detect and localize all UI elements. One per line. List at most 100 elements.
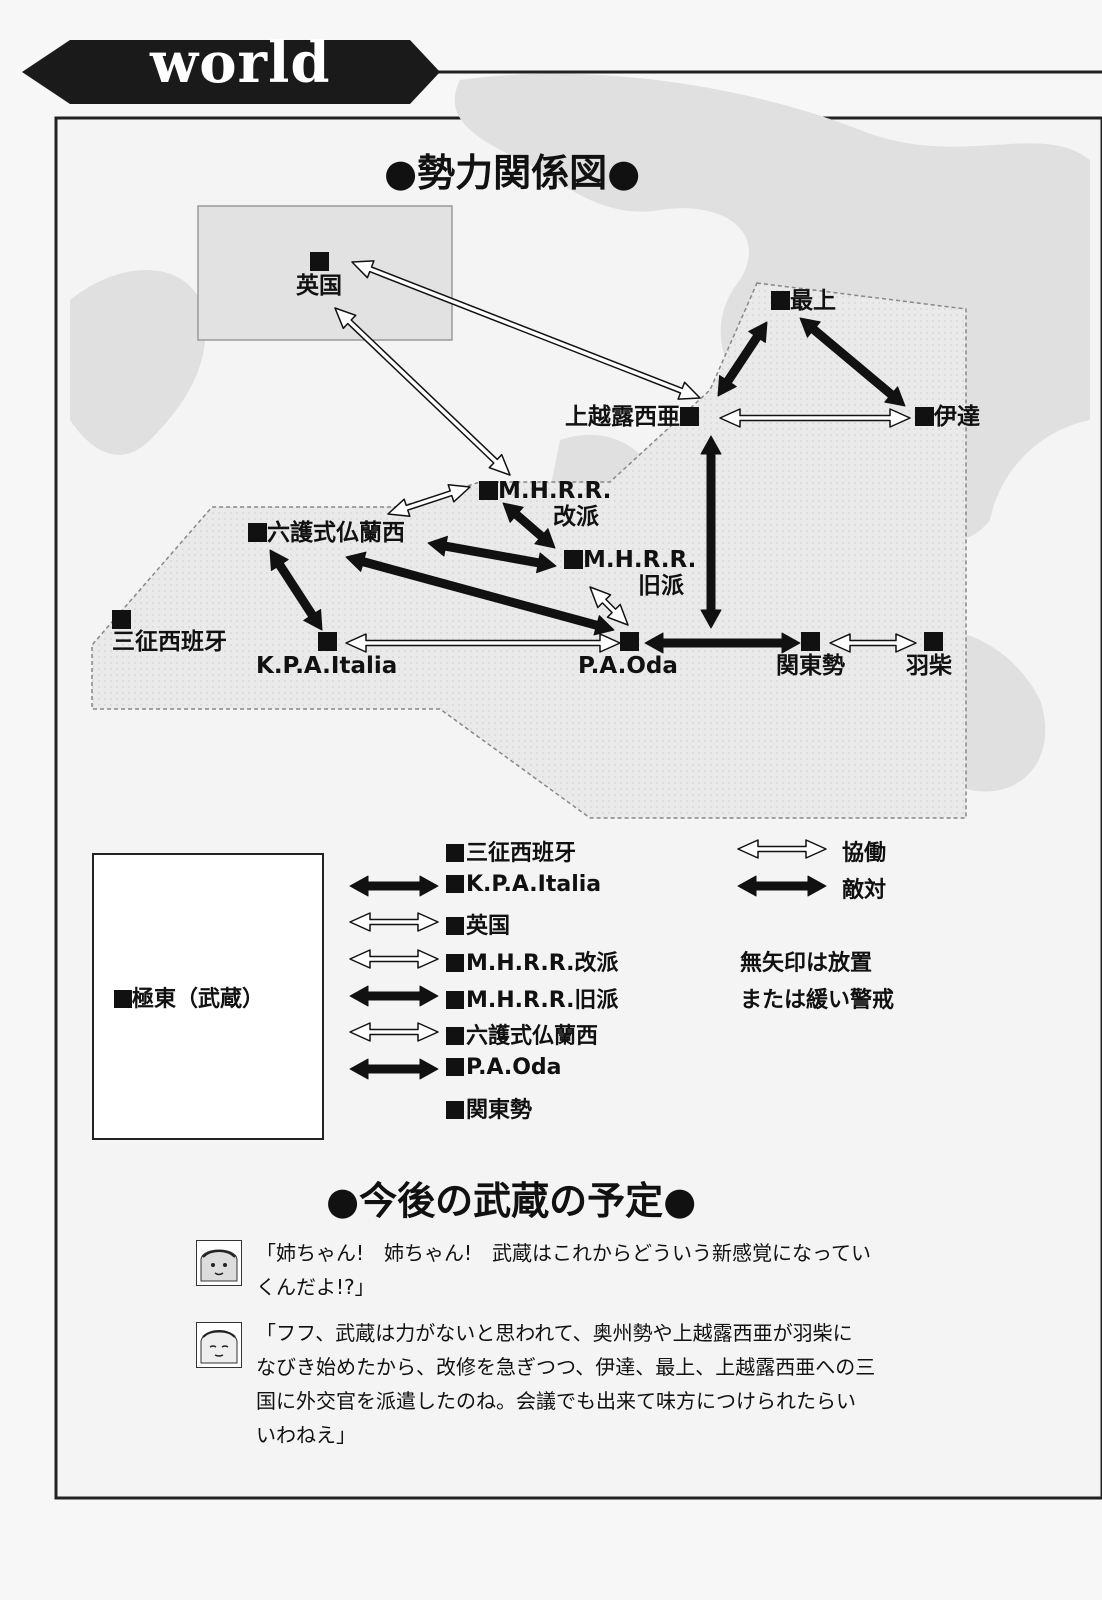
node-square-icon bbox=[801, 632, 820, 651]
dialog-2: 「フフ、武蔵は力がないと思われて、奥州勢や上越露西亜が羽柴に なびき始めたから、… bbox=[256, 1316, 875, 1452]
node-square-icon bbox=[446, 1101, 464, 1119]
legend-row-label: M.H.R.R.改派 bbox=[466, 951, 619, 976]
node-square-icon bbox=[309, 252, 329, 271]
hostile-arrow bbox=[737, 875, 827, 897]
node-label: 伊達 bbox=[934, 404, 980, 430]
node-sansei: 三征西班牙 bbox=[112, 610, 227, 655]
node-label: P.A.Oda bbox=[578, 653, 678, 679]
hostile-arrow bbox=[349, 985, 439, 1007]
legend-note-2: または緩い警戒 bbox=[740, 988, 895, 1013]
node-square-icon bbox=[771, 291, 790, 310]
node-label: 英国 bbox=[296, 273, 342, 299]
character-portrait-2 bbox=[196, 1322, 242, 1368]
node-eikoku: 英国 bbox=[296, 252, 342, 299]
legend-row-label: 英国 bbox=[466, 914, 511, 939]
dialog-line: いわねえ」 bbox=[256, 1423, 356, 1447]
dialog-line: くんだよ!?」 bbox=[256, 1275, 375, 1299]
schedule-title: ●今後の武蔵の予定● bbox=[326, 1179, 697, 1223]
dialog-line: なびき始めたから、改修を急ぎつつ、伊達、最上、上越露西亜への三 bbox=[256, 1355, 876, 1379]
node-square-icon bbox=[564, 550, 583, 569]
cooperation-arrow bbox=[589, 586, 629, 626]
node-mhrr-kai: M.H.R.R. 改派 bbox=[479, 478, 611, 531]
diagram-title: ●勢力関係図● bbox=[384, 151, 641, 195]
node-label: 羽柴 bbox=[906, 653, 952, 679]
header-tab bbox=[22, 40, 440, 104]
hostile-arrow bbox=[345, 551, 615, 636]
legend-row-3: M.H.R.R.改派 bbox=[446, 945, 618, 977]
node-square-icon bbox=[446, 1027, 464, 1045]
node-kanto: 関東勢 bbox=[776, 632, 845, 679]
node-uesugi: 上越露西亜 bbox=[565, 404, 699, 430]
node-square-icon bbox=[114, 990, 132, 1008]
hostile-arrow bbox=[502, 502, 556, 549]
node-mogami: 最上 bbox=[771, 288, 836, 314]
legend-row-0: 三征西班牙 bbox=[446, 835, 576, 867]
legend-row-4: M.H.R.R.旧派 bbox=[446, 982, 618, 1014]
cooperation-arrow bbox=[737, 839, 827, 859]
cooperation-arrow bbox=[387, 483, 471, 518]
legend-key-cooperation: 協働 bbox=[842, 841, 887, 866]
legend-row-label: K.P.A.Italia bbox=[466, 872, 602, 897]
relation-arrows bbox=[269, 260, 917, 654]
node-label: K.P.A.Italia bbox=[256, 653, 398, 679]
hostile-arrow bbox=[269, 549, 323, 631]
legend-row-5: 六護式仏蘭西 bbox=[446, 1018, 598, 1050]
node-square-icon bbox=[680, 407, 699, 426]
musashi-label: 極東（武蔵） bbox=[114, 981, 264, 1013]
node-square-icon bbox=[479, 481, 498, 500]
hostile-arrow bbox=[644, 632, 801, 654]
musashi-box: 極東（武蔵） bbox=[92, 853, 324, 1140]
legend-arrows bbox=[349, 839, 827, 1080]
node-label: 上越露西亜 bbox=[565, 404, 680, 430]
node-label: 三征西班牙 bbox=[112, 629, 227, 655]
hostile-arrow bbox=[717, 321, 768, 397]
cooperation-arrow bbox=[351, 260, 701, 400]
legend-row-2: 英国 bbox=[446, 908, 510, 940]
cooperation-arrow bbox=[349, 912, 439, 932]
node-square-icon bbox=[446, 1058, 464, 1076]
node-hashiba: 羽柴 bbox=[906, 632, 952, 679]
node-square-icon bbox=[446, 917, 464, 935]
header-title: world bbox=[150, 30, 331, 96]
europe-region-box bbox=[197, 205, 453, 341]
legend-row-6: P.A.Oda bbox=[446, 1055, 562, 1080]
node-square-icon bbox=[446, 875, 464, 893]
legend-row-1: K.P.A.Italia bbox=[446, 872, 601, 897]
legend-row-7: 関東勢 bbox=[446, 1092, 532, 1124]
node-square-icon bbox=[446, 954, 464, 972]
hostile-arrow bbox=[700, 435, 722, 629]
dialog-1: 「姉ちゃん! 姉ちゃん! 武蔵はこれからどういう新感覚になってい くんだよ!?」 bbox=[256, 1236, 871, 1304]
node-square-icon bbox=[446, 844, 464, 862]
node-square-icon bbox=[924, 632, 943, 651]
node-square-icon bbox=[915, 407, 934, 426]
node-square-icon bbox=[112, 610, 131, 629]
face-icon bbox=[200, 1249, 238, 1282]
dialog-line: 国に外交官を派遣したのね。会議でも出来て味方につけられたらい bbox=[256, 1389, 856, 1413]
node-square-icon bbox=[446, 991, 464, 1009]
cooperation-arrow bbox=[349, 949, 439, 969]
node-label: 関東勢 bbox=[776, 653, 845, 679]
node-label: 六護式仏蘭西 bbox=[267, 520, 405, 546]
node-kpa: K.P.A.Italia bbox=[256, 632, 397, 679]
node-square-icon bbox=[318, 632, 337, 651]
hostile-arrow bbox=[427, 535, 557, 574]
legend-note-1: 無矢印は放置 bbox=[740, 951, 873, 976]
node-mhrr-kyu: M.H.R.R. 旧派 bbox=[564, 547, 696, 600]
cooperation-arrow bbox=[349, 1022, 439, 1042]
node-rokugo: 六護式仏蘭西 bbox=[248, 520, 405, 546]
cooperation-arrow bbox=[334, 307, 511, 476]
legend-row-label: 関東勢 bbox=[466, 1098, 533, 1123]
node-label: M.H.R.R. bbox=[583, 547, 697, 573]
legend-row-label: 六護式仏蘭西 bbox=[466, 1024, 599, 1049]
node-label: 最上 bbox=[790, 288, 836, 314]
hostile-arrow bbox=[799, 317, 906, 407]
node-square-icon bbox=[248, 523, 267, 542]
node-pa-oda: P.A.Oda bbox=[578, 632, 678, 679]
hostile-arrow bbox=[349, 1058, 439, 1080]
node-square-icon bbox=[620, 632, 639, 651]
character-portrait-1 bbox=[196, 1240, 242, 1286]
dialog-line: 「姉ちゃん! 姉ちゃん! 武蔵はこれからどういう新感覚になってい bbox=[256, 1241, 872, 1265]
dialog-line: 「フフ、武蔵は力がないと思われて、奥州勢や上越露西亜が羽柴に bbox=[256, 1321, 853, 1345]
legend-key-hostile: 敵対 bbox=[842, 878, 887, 903]
node-sublabel: 旧派 bbox=[638, 573, 684, 600]
